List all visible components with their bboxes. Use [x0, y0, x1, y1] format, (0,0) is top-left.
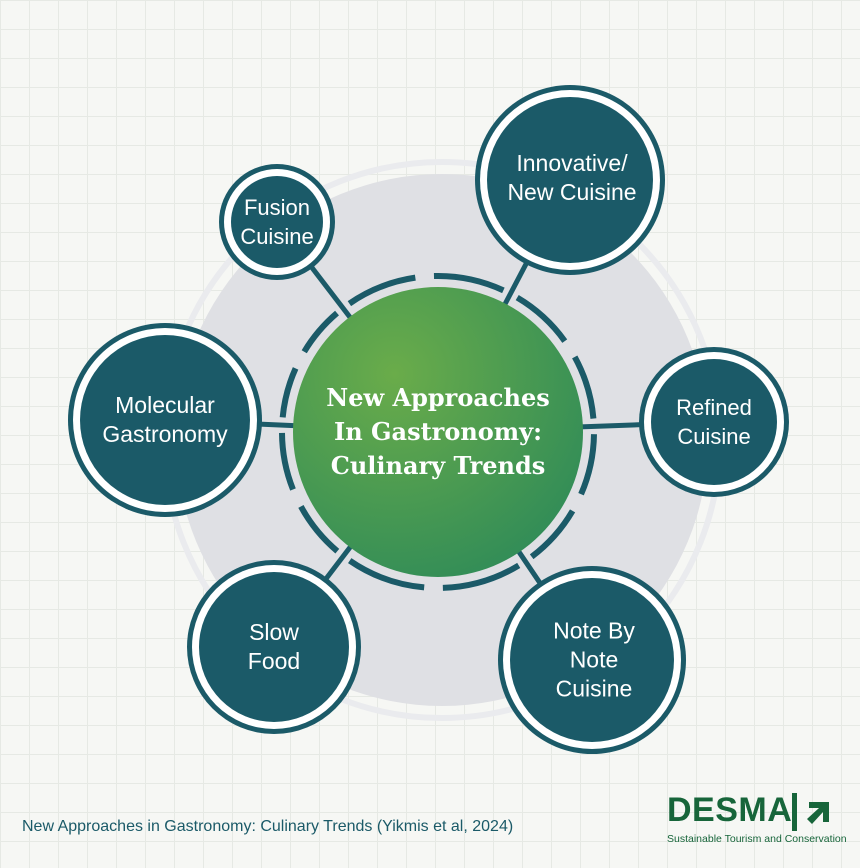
node-fusion-cuisine: Fusion Cuisine: [240, 195, 314, 249]
logo-wordmark: DESMA: [667, 791, 793, 829]
node-slow-food: Slow Food: [247, 619, 301, 674]
node-circle: [199, 572, 349, 722]
arc-segment: [442, 562, 521, 591]
logo-divider: [792, 793, 797, 831]
arc-segment: [578, 434, 597, 496]
arc-segment: [348, 558, 425, 591]
desma-logo: DESMA Sustainable Tourism and Conservati…: [667, 791, 847, 853]
node-innovative-cuisine: Innovative/ New Cuisine: [507, 150, 637, 205]
arc-segment: [572, 355, 597, 419]
arc-segment: [433, 273, 505, 294]
arc-segment: [298, 505, 340, 554]
node-refined-cuisine: Refined Cuisine: [676, 395, 752, 449]
node-circle: [487, 97, 653, 263]
arc-segment: [279, 432, 296, 491]
arc-segment: [279, 367, 299, 418]
arc-segment: [529, 509, 576, 560]
caption: New Approaches in Gastronomy: Culinary T…: [22, 818, 514, 835]
node-circle: [231, 176, 323, 268]
node-circle: [651, 359, 777, 485]
arc-segment: [515, 295, 568, 343]
arc-segment: [347, 274, 416, 307]
node-circle: [510, 578, 674, 742]
node-molecular-gastronomy: Molecular Gastronomy: [102, 392, 228, 447]
logo-tagline: Sustainable Tourism and Conservation: [667, 833, 847, 845]
center-title: New Approaches In Gastronomy: Culinary T…: [326, 383, 550, 480]
center-circle: [293, 287, 583, 577]
arrow-up-right-icon: [807, 802, 829, 824]
arc-segment: [301, 310, 339, 354]
node-note-by-note-cuisine: Note By Note Cuisine: [553, 617, 635, 702]
node-circle: [80, 335, 250, 505]
